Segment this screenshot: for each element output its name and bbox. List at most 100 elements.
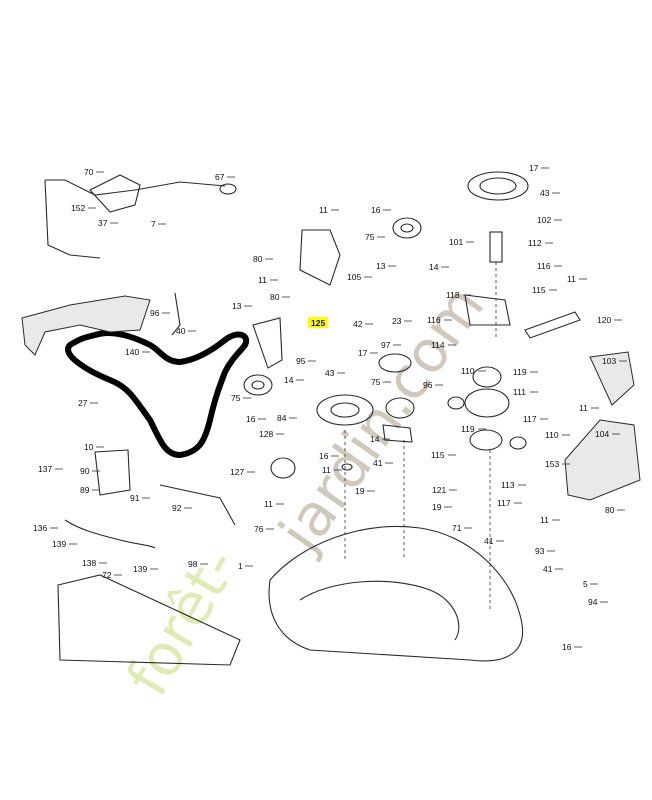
callout-label: 27 — [78, 398, 88, 408]
callout-label: 94 — [588, 597, 598, 607]
callout-label: 128 — [259, 429, 273, 439]
callout-label: 90 — [80, 466, 90, 476]
callout-label: 80 — [270, 292, 280, 302]
callout-label: 17 — [529, 163, 539, 173]
highlight-box — [308, 317, 328, 328]
spindle — [489, 231, 503, 340]
gearbox — [447, 294, 581, 451]
callout-label: 115 — [532, 285, 546, 295]
callout-label: 11 — [540, 515, 549, 525]
callout-label: 41 — [484, 536, 494, 546]
callout-label: 41 — [373, 458, 383, 468]
callout-label: 41 — [543, 564, 553, 574]
watermark-text-2: jardin.com — [265, 273, 498, 565]
callout-label: 70 — [84, 167, 94, 177]
wash-hose — [64, 519, 156, 549]
callout-label: 121 — [432, 485, 446, 495]
callout-label: 43 — [540, 188, 550, 198]
callout-label: 102 — [537, 215, 551, 225]
callout-label: 75 — [231, 393, 241, 403]
callout-label: 118 — [446, 290, 460, 300]
callout-label: 16 — [246, 414, 256, 424]
brackets — [94, 229, 413, 526]
callout-label: 84 — [277, 413, 287, 423]
callout-label: 67 — [215, 172, 225, 182]
callout-label: 140 — [125, 347, 139, 357]
callout-label: 152 — [71, 203, 85, 213]
callout-label: 42 — [353, 319, 363, 329]
mower-deck — [57, 430, 524, 666]
callout-label: 96 — [150, 308, 160, 318]
belt-shield — [21, 295, 151, 356]
callout-label: 105 — [347, 272, 361, 282]
callout-label: 96 — [423, 380, 433, 390]
callout-label: 110 — [461, 366, 475, 376]
callout-label: 119 — [513, 367, 527, 377]
callout-label: 95 — [296, 356, 306, 366]
callout-label: 115 — [431, 450, 445, 460]
callout-label: 89 — [80, 485, 90, 495]
callout-label: 119 — [461, 424, 475, 434]
drive-belt — [65, 330, 250, 458]
callout-label: 23 — [392, 316, 402, 326]
callout-label: 11 — [567, 274, 576, 284]
callout-label: 117 — [523, 414, 537, 424]
callout-label: 93 — [535, 546, 545, 556]
callout-label: 19 — [432, 502, 442, 512]
callout-label: 40 — [176, 326, 186, 336]
callout-label: 14 — [429, 262, 439, 272]
callout-label: 43 — [325, 368, 335, 378]
callout-label: 11 — [264, 499, 273, 509]
callout-label: 98 — [188, 559, 198, 569]
callout-label: 76 — [254, 524, 264, 534]
callout-label: 137 — [38, 464, 52, 474]
callout-label: 14 — [370, 434, 380, 444]
callout-label: 11 — [579, 403, 588, 413]
callout-label: 13 — [232, 301, 242, 311]
callout-label: 37 — [98, 218, 108, 228]
callout-label: 11 — [319, 205, 328, 215]
callout-label: 75 — [365, 232, 375, 242]
callout-label: 13 — [376, 261, 386, 271]
callout-label: 72 — [102, 570, 112, 580]
callout-label: 101 — [449, 237, 463, 247]
callout-label: 113 — [501, 480, 515, 490]
callout-label: 104 — [595, 429, 609, 439]
callout-label: 103 — [602, 356, 616, 366]
callout-label: 80 — [253, 254, 263, 264]
callout-label: 10 — [84, 442, 94, 452]
callout-label: 80 — [605, 505, 615, 515]
callout-label: 71 — [452, 523, 462, 533]
callout-label: 120 — [597, 315, 611, 325]
callout-label: 138 — [82, 558, 96, 568]
callout-label: 17 — [358, 348, 368, 358]
callout-label: 110 — [545, 430, 559, 440]
callout-label: 7 — [151, 219, 156, 229]
callout-label: 127 — [230, 467, 244, 477]
watermark-text-1: forêt- — [113, 536, 251, 707]
callout-label: 153 — [545, 459, 559, 469]
callout-label: 116 — [537, 261, 551, 271]
callout-label: 111 — [513, 387, 526, 397]
callout-label: 116 — [427, 315, 441, 325]
callout-label: 91 — [130, 493, 140, 503]
highlighted-part-label: 125 — [311, 318, 325, 328]
callout-label: 14 — [284, 375, 294, 385]
callout-label: 11 — [322, 465, 331, 475]
callout-label: 16 — [371, 205, 381, 215]
callout-label: 11 — [258, 275, 267, 285]
callout-label: 136 — [33, 523, 47, 533]
lift-lever — [44, 174, 237, 259]
callout-label: 5 — [583, 579, 588, 589]
callout-label: 139 — [52, 539, 66, 549]
callout-label: 16 — [319, 451, 329, 461]
side-cover — [564, 351, 641, 501]
callout-label: 1 — [238, 561, 243, 571]
pulleys — [243, 171, 529, 479]
callout-label: 139 — [133, 564, 147, 574]
callout-label: 97 — [381, 340, 391, 350]
callout-label: 114 — [431, 340, 445, 350]
callout-label: 92 — [172, 503, 182, 513]
